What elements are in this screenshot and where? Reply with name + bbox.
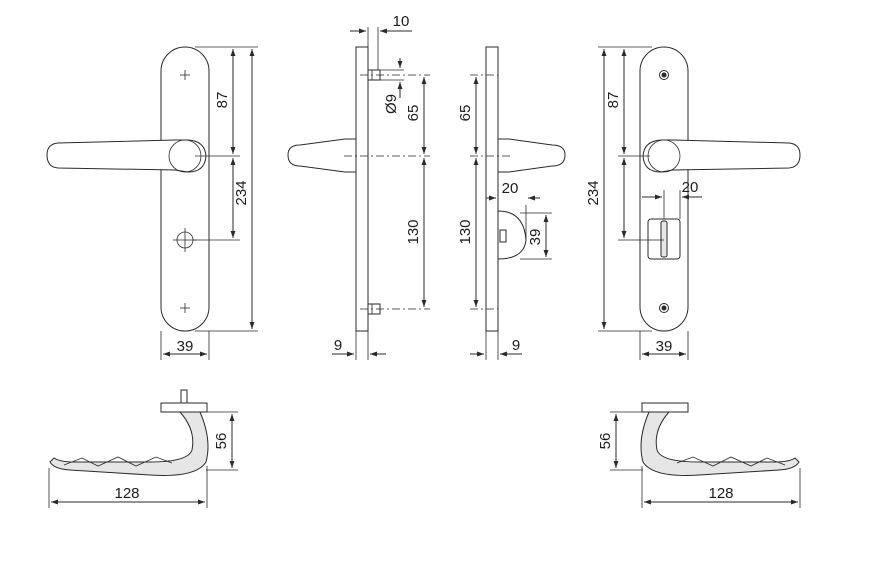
spindle xyxy=(180,389,188,404)
dim-thickness: 9 xyxy=(512,337,520,354)
dim-width: 39 xyxy=(656,338,673,355)
handle-stub xyxy=(497,138,566,173)
handle-top-view-left: 56 128 xyxy=(48,389,238,508)
lever-profile xyxy=(640,411,800,476)
dim-turn-offset: 20 xyxy=(682,179,699,196)
front-view-left: 87 234 39 xyxy=(46,46,258,360)
dim-axis-to-bottom: 130 xyxy=(457,219,474,244)
dim-height-upper: 87 xyxy=(214,92,231,109)
front-view-right: 87 234 20 39 xyxy=(585,46,801,360)
lever-profile xyxy=(49,411,209,476)
dim-height-upper: 87 xyxy=(605,92,622,109)
dim-thumbturn-depth: 20 xyxy=(502,180,519,197)
dim-handle-height: 56 xyxy=(597,433,614,450)
rose xyxy=(641,402,689,413)
backplate xyxy=(160,46,210,332)
dim-height-total: 234 xyxy=(233,180,250,205)
dim-width: 39 xyxy=(177,338,194,355)
dim-height-total: 234 xyxy=(585,180,602,205)
dim-pin-diameter: Ø9 xyxy=(383,94,400,114)
handle-stub xyxy=(287,138,357,173)
backplate xyxy=(639,46,689,332)
side-view-right: 65 130 20 39 9 xyxy=(457,46,566,360)
dim-pin-to-axis: 65 xyxy=(405,105,422,122)
dim-axis-to-bottom: 130 xyxy=(405,219,422,244)
backplate-profile xyxy=(355,46,369,332)
dim-thickness: 9 xyxy=(334,337,342,354)
dim-handle-length: 128 xyxy=(114,485,139,502)
security-screw-icon xyxy=(659,70,669,313)
backplate-profile xyxy=(485,46,499,332)
rose xyxy=(160,402,208,413)
dim-handle-height: 56 xyxy=(213,433,230,450)
dim-handle-length: 128 xyxy=(708,485,733,502)
dim-top-offset: 10 xyxy=(393,13,410,30)
fixing-screw-icon xyxy=(180,70,190,313)
lever-handle xyxy=(642,139,801,173)
lever-handle xyxy=(46,139,207,173)
side-view-left: 10 Ø9 65 130 9 xyxy=(287,13,430,360)
thumbturn-profile xyxy=(497,210,527,260)
thumbturn-icon xyxy=(647,218,681,260)
dim-thumbturn-height: 39 xyxy=(527,229,544,246)
handle-top-view-right: 56 128 xyxy=(597,402,801,508)
dim-axis-from-top: 65 xyxy=(457,105,474,122)
